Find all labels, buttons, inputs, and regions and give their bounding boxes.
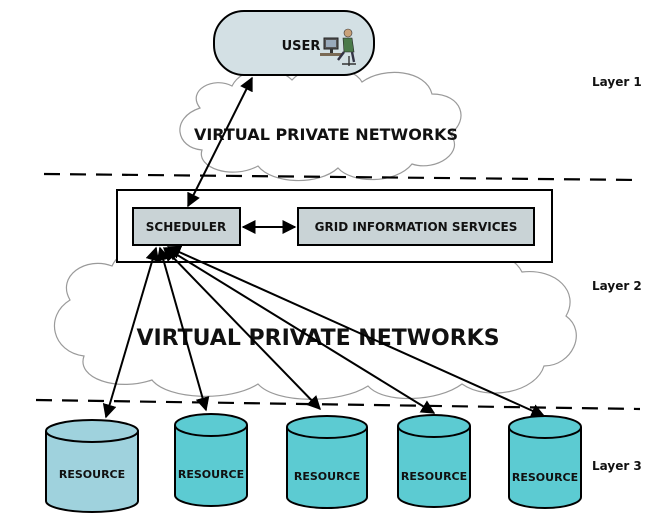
resource-label-3: RESOURCE <box>294 470 360 483</box>
resource-cylinder-2[interactable] <box>174 413 248 507</box>
resource-cylinder-1[interactable] <box>45 419 139 513</box>
scheduler-label: SCHEDULER <box>146 220 226 234</box>
gis-label: GRID INFORMATION SERVICES <box>315 220 518 234</box>
resource-label-4: RESOURCE <box>401 470 467 483</box>
resource-label-1: RESOURCE <box>59 468 125 481</box>
scheduler-resource-5-arrow <box>166 245 546 418</box>
user-scheduler-arrow <box>187 76 253 208</box>
gis-box[interactable] <box>297 207 535 246</box>
resource-label-2: RESOURCE <box>178 468 244 481</box>
layer-2-label: Layer 2 <box>592 279 642 293</box>
layer-3-label: Layer 3 <box>592 459 642 473</box>
layer-1-label: Layer 1 <box>592 75 642 89</box>
resource-cylinder-3[interactable] <box>286 415 368 509</box>
user-at-computer-icon <box>320 28 356 66</box>
user-label: USER <box>282 39 321 54</box>
layer-separator-top <box>43 172 641 182</box>
top-vpn-label: VIRTUAL PRIVATE NETWORKS <box>194 125 458 144</box>
scheduler-resource-1-arrow <box>102 246 160 419</box>
resource-cylinder-4[interactable] <box>397 414 471 508</box>
middle-vpn-cloud <box>53 243 577 400</box>
resource-label-5: RESOURCE <box>512 471 578 484</box>
layer-separator-bottom <box>35 398 641 411</box>
user-box[interactable] <box>213 10 375 76</box>
scheduler-box[interactable] <box>132 207 241 246</box>
top-vpn-cloud <box>179 66 462 182</box>
middle-vpn-label: VIRTUAL PRIVATE NETWORKS <box>136 326 499 351</box>
resource-cylinder-5[interactable] <box>508 415 582 509</box>
